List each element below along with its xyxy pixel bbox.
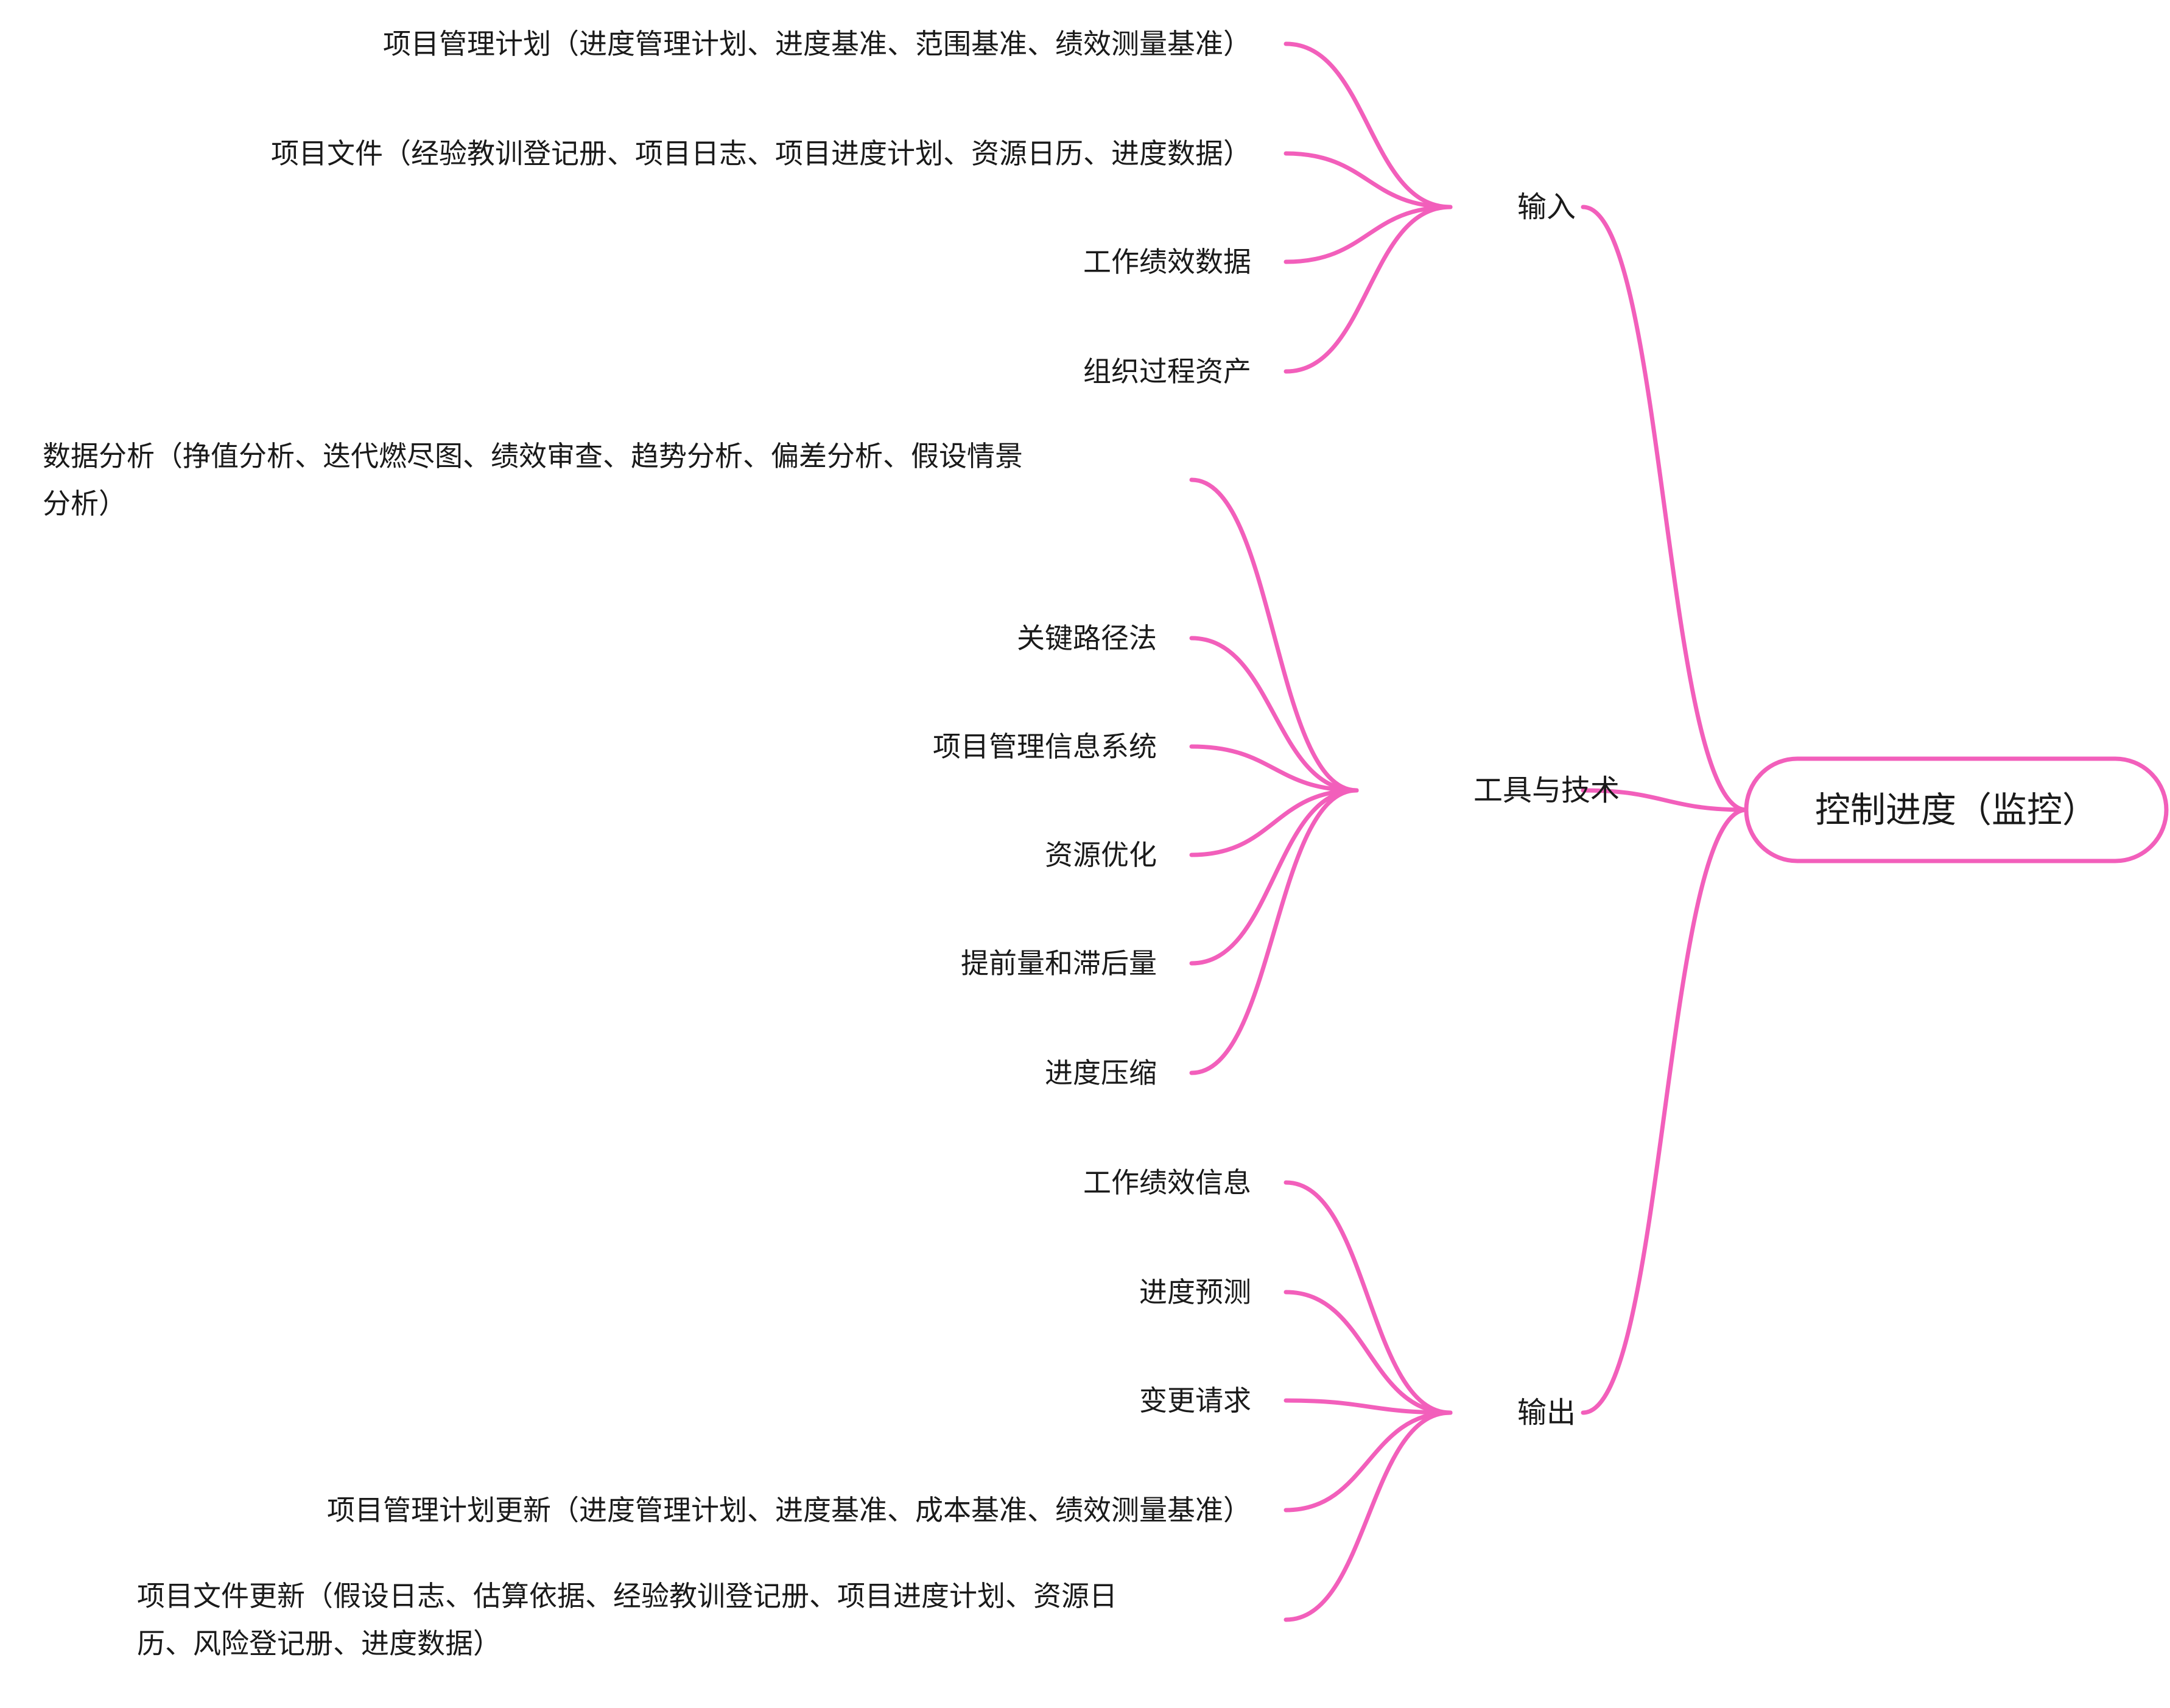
connector-output-to-leaf-1 — [1283, 1180, 1453, 1415]
root-node-border — [1744, 756, 2169, 863]
root-node-label: 控制进度（监控） — [1815, 789, 2098, 831]
leaf-input-2[interactable]: 项目文件（经验教训登记册、项目日志、项目进度计划、资源日历、进度数据） — [271, 137, 1251, 170]
branch-label-tools[interactable]: 工具与技术 — [1473, 773, 1620, 807]
leaf-output-3[interactable]: 变更请求 — [1139, 1384, 1251, 1417]
connector-output-to-leaf-2 — [1283, 1290, 1453, 1415]
leaf-label: 资源优化 — [1045, 838, 1157, 871]
connector-root-to-tools — [1581, 788, 1749, 812]
leaf-input-3[interactable]: 工作绩效数据 — [1083, 245, 1251, 278]
connector-tools-to-leaf-2 — [1189, 636, 1359, 793]
leaf-output-5[interactable]: 项目文件更新（假设日志、估算依据、经验教训登记册、项目进度计划、资源日历、风险登… — [137, 1580, 1117, 1660]
leaf-label: 项目文件（经验教训登记册、项目日志、项目进度计划、资源日历、进度数据） — [271, 137, 1251, 170]
leaf-label: 进度压缩 — [1045, 1056, 1157, 1089]
leaf-input-1[interactable]: 项目管理计划（进度管理计划、进度基准、范围基准、绩效测量基准） — [383, 27, 1251, 60]
connector-root-to-input — [1581, 205, 1749, 812]
leaf-label: 提前量和滞后量 — [961, 947, 1157, 980]
nodes: 控制进度（监控） 输入 项目管理计划（进度管理计划、进度基准、范围基准、绩效测量基准… — [43, 27, 2169, 1660]
leaf-label: 项目管理计划更新（进度管理计划、进度基准、成本基准、绩效测量基准） — [327, 1494, 1251, 1527]
leaf-label: 变更请求 — [1139, 1384, 1251, 1417]
leaf-label: 项目管理信息系统 — [933, 730, 1157, 763]
leaf-label: 工作绩效信息 — [1083, 1166, 1251, 1199]
branch-label-input[interactable]: 输入 — [1517, 190, 1576, 224]
root-node[interactable]: 控制进度（监控） — [1744, 756, 2169, 863]
connector-tools-to-leaf-4 — [1189, 788, 1359, 857]
connector-input-to-leaf-1 — [1283, 41, 1453, 209]
leaf-label-line-2: 历、风险登记册、进度数据） — [137, 1627, 501, 1660]
leaf-tools-3[interactable]: 项目管理信息系统 — [933, 730, 1157, 763]
connector-output-to-leaf-4 — [1283, 1410, 1453, 1513]
leaf-label: 项目管理计划（进度管理计划、进度基准、范围基准、绩效测量基准） — [383, 27, 1251, 60]
leaf-label-line-1: 项目文件更新（假设日志、估算依据、经验教训登记册、项目进度计划、资源日 — [137, 1580, 1117, 1612]
connector-output-to-leaf-3 — [1283, 1398, 1453, 1415]
leaf-tools-4[interactable]: 资源优化 — [1045, 838, 1157, 871]
leaf-tools-5[interactable]: 提前量和滞后量 — [961, 947, 1157, 980]
connector-tools-to-leaf-6 — [1189, 788, 1359, 1075]
leaf-input-4[interactable]: 组织过程资产 — [1083, 355, 1251, 388]
leaf-label-line-1: 数据分析（挣值分析、迭代燃尽图、绩效审查、趋势分析、偏差分析、假设情景 — [43, 440, 1023, 473]
connector-output-to-leaf-5 — [1283, 1410, 1453, 1622]
branch-label-output[interactable]: 输出 — [1517, 1396, 1576, 1430]
leaf-output-4[interactable]: 项目管理计划更新（进度管理计划、进度基准、成本基准、绩效测量基准） — [327, 1494, 1251, 1527]
leaf-output-2[interactable]: 进度预测 — [1139, 1276, 1251, 1309]
leaf-tools-2[interactable]: 关键路径法 — [1017, 622, 1157, 655]
connector-input-to-leaf-3 — [1283, 205, 1453, 264]
connector-input-to-leaf-4 — [1283, 205, 1453, 374]
connector-root-to-output — [1581, 807, 1749, 1415]
connector-tools-to-leaf-3 — [1189, 744, 1359, 793]
leaf-label-line-2: 分析） — [43, 487, 127, 520]
leaf-label: 组织过程资产 — [1083, 355, 1251, 388]
leaf-label: 关键路径法 — [1017, 622, 1157, 655]
leaf-tools-6[interactable]: 进度压缩 — [1045, 1056, 1157, 1089]
leaf-label: 工作绩效数据 — [1083, 245, 1251, 278]
connector-lines — [1189, 41, 1749, 1622]
connector-tools-to-leaf-1 — [1189, 477, 1359, 793]
connector-tools-to-leaf-5 — [1189, 788, 1359, 966]
leaf-label: 进度预测 — [1139, 1276, 1251, 1309]
connector-input-to-leaf-2 — [1283, 151, 1453, 209]
leaf-output-1[interactable]: 工作绩效信息 — [1083, 1166, 1251, 1199]
